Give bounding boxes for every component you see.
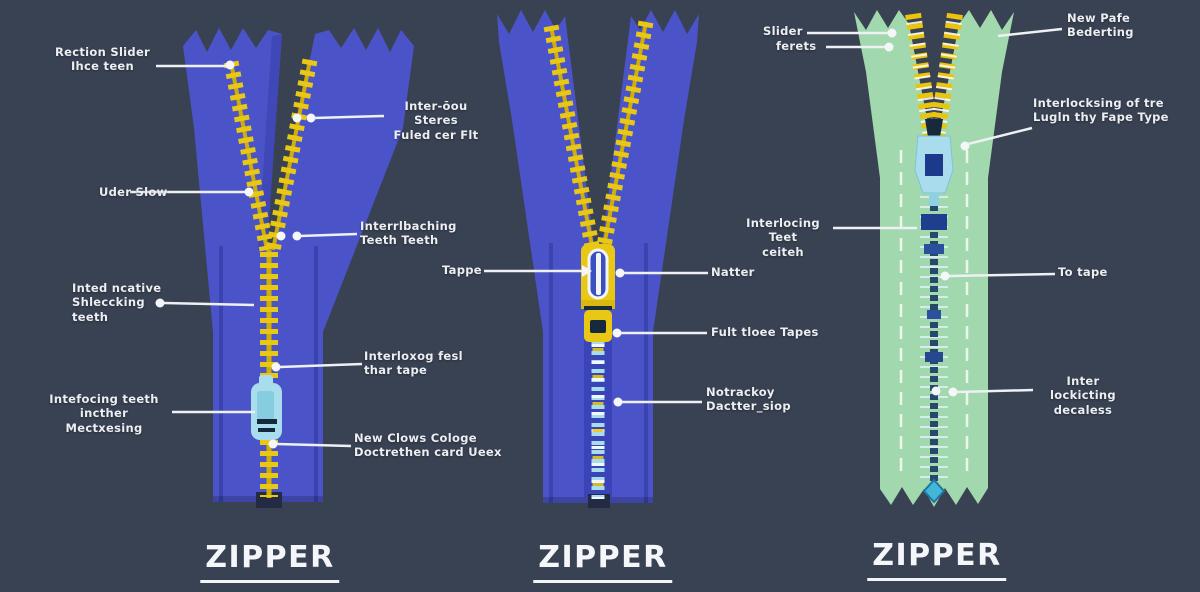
left-zipper-illustration (183, 28, 414, 508)
callout-lines (130, 27, 1063, 449)
middle-zipper-slider (581, 244, 615, 342)
callout-label-inter-oou-steres: Inter-ōou Steres Fuled cer Flt (393, 99, 479, 142)
right-zipper-title: ZIPPER (867, 538, 1007, 581)
callout-label-interloxog: Interloxog fesl thar tape (364, 349, 463, 378)
left-zipper-title: ZIPPER (200, 540, 340, 583)
callout-label-ferets: ferets (776, 39, 817, 53)
callout-label-fult-tapes: Fult tloee Tapes (711, 325, 819, 339)
callout-label-inter-lockicting: Inter lockicting decaless (1050, 374, 1116, 417)
callout-label-to-tape: To tape (1058, 265, 1108, 279)
callout-label-interlocksing: Interlocksing of tre Lugln thy Fape Type (1033, 96, 1169, 125)
right-zipper-slider (914, 119, 954, 206)
right-zipper-illustration (854, 8, 1014, 507)
callout-label-notrackoy: Notrackoy Dactter_siop (706, 385, 791, 414)
middle-zipper-teeth (543, 20, 654, 499)
callout-label-interrlbaching: Interrlbaching Teeth Teeth (360, 219, 457, 248)
middle-zipper-illustration (497, 10, 699, 508)
callout-label-tappe: Tappe (442, 263, 482, 277)
callout-label-intefocing: Intefocing teeth incther Mectxesing (49, 392, 159, 435)
callout-label-slider: Slider (763, 24, 803, 38)
middle-zipper-title: ZIPPER (533, 540, 673, 583)
right-zipper-chain (920, 196, 948, 486)
callout-label-natter: Natter (711, 265, 755, 279)
callout-label-uder-slow: Uder Slow (99, 185, 168, 199)
right-zipper-bottom-stop (922, 478, 946, 504)
right-zipper-teeth (905, 12, 963, 138)
left-zipper-teeth (223, 58, 318, 498)
left-zipper-slider (251, 375, 282, 440)
right-zipper-tape (854, 8, 1014, 507)
callout-label-inted-ncative: Inted ncative Shleccking teeth (72, 281, 162, 324)
callout-label-interlocing-teet: Interlocing Teet ceiteh (746, 216, 820, 259)
callout-label-rection-slider: Rection Slider Ihce teen (54, 45, 151, 74)
callout-label-new-clows: New Clows Cologe Doctrethen card Ueex (354, 431, 502, 460)
callout-label-new-pafe: New Pafe Bederting (1067, 11, 1134, 40)
